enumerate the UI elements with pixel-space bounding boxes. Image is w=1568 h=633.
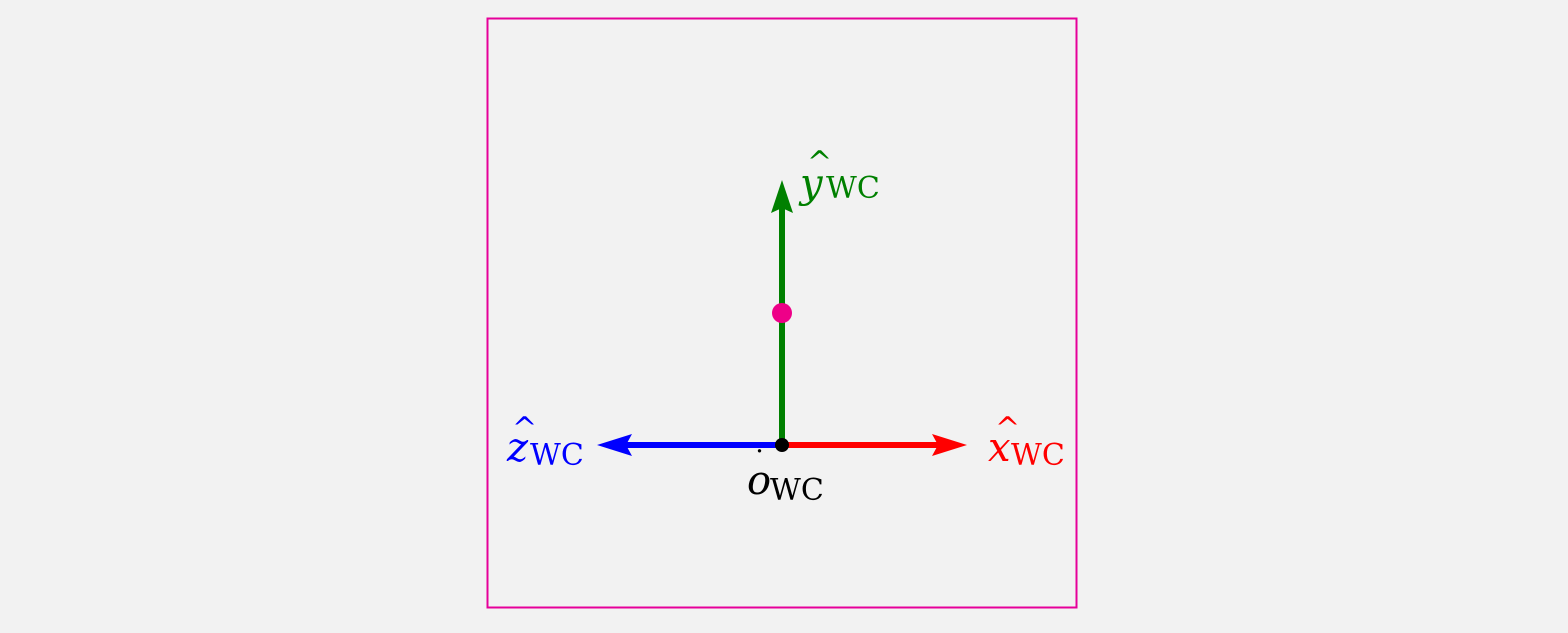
- marked-point: [772, 303, 792, 323]
- origin-accent: ˙: [752, 445, 767, 480]
- z-axis-arrow: [597, 434, 782, 456]
- y-axis-symbol: y: [798, 161, 824, 207]
- origin-symbol: o: [747, 458, 771, 504]
- x-axis-subscript: WC: [1011, 438, 1065, 473]
- z-axis-subscript: WC: [530, 438, 584, 473]
- origin-point: [775, 438, 789, 452]
- z-axis-label: z ^ WC: [506, 411, 584, 473]
- z-axis-symbol: z: [506, 425, 529, 471]
- y-axis-subscript: WC: [826, 171, 880, 206]
- y-axis-label: y ^ WC: [798, 145, 880, 207]
- x-axis-label: x ^ WC: [988, 411, 1065, 473]
- origin-label: o ˙ WC: [747, 445, 824, 508]
- y-axis-accent: ^: [807, 145, 832, 180]
- z-axis-accent: ^: [512, 411, 537, 446]
- frame-border: [486, 17, 1078, 609]
- x-axis-accent: ^: [995, 411, 1020, 446]
- x-axis-arrow: [782, 434, 967, 456]
- x-axis-symbol: x: [988, 425, 1011, 471]
- y-axis-arrow: [771, 180, 793, 445]
- origin-subscript: WC: [770, 473, 824, 508]
